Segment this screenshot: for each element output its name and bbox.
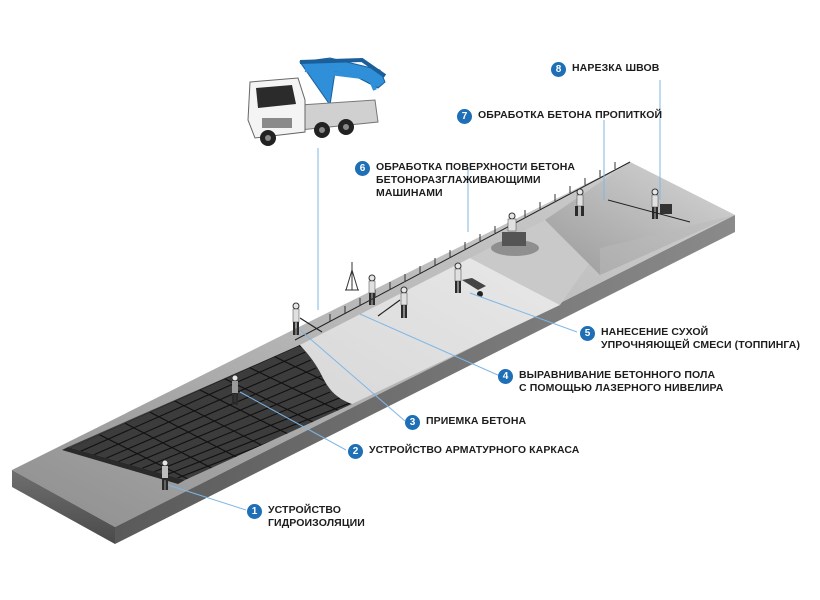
worker-concrete-accept [292, 302, 323, 335]
worker-power-trowel [491, 212, 539, 256]
step-3-line-1: ПРИЕМКА БЕТОНА [426, 415, 527, 427]
step-8-label: 8 НАРЕЗКА ШВОВ [551, 62, 659, 77]
leader-lines [167, 80, 661, 511]
finished-concrete [545, 162, 735, 275]
step-3-badge: 3 [405, 415, 420, 430]
worker-topping [454, 262, 486, 297]
step-7-label: 7 ОБРАБОТКА БЕТОНА ПРОПИТКОЙ [457, 109, 662, 124]
step-4-badge: 4 [498, 369, 513, 384]
worker-laser-level [345, 262, 408, 318]
step-7-line-1: ОБРАБОТКА БЕТОНА ПРОПИТКОЙ [478, 109, 663, 121]
step-5-label: 5 НАНЕСЕНИЕ СУХОЙ УПРОЧНЯЮЩЕЙ СМЕСИ (ТОП… [580, 326, 800, 352]
step-1-line-2: ГИДРОИЗОЛЯЦИИ [268, 517, 365, 529]
step-8-line-1: НАРЕЗКА ШВОВ [572, 62, 660, 74]
step-1-label: 1 УСТРОЙСТВО ГИДРОИЗОЛЯЦИИ [247, 504, 365, 530]
step-6-badge: 6 [355, 161, 370, 176]
workers [161, 188, 691, 490]
step-2-badge: 2 [348, 444, 363, 459]
step-4-line-1: ВЫРАВНИВАНИЕ БЕТОННОГО ПОЛА [519, 369, 716, 381]
step-4-label: 4 ВЫРАВНИВАНИЕ БЕТОННОГО ПОЛА С ПОМОЩЬЮ … [498, 369, 723, 395]
worker-waterproofing [161, 459, 169, 490]
step-4-line-2: С ПОМОЩЬЮ ЛАЗЕРНОГО НИВЕЛИРА [519, 382, 724, 394]
worker-impregnation [575, 188, 584, 216]
step-7-badge: 7 [457, 109, 472, 124]
step-6-line-3: МАШИНАМИ [376, 187, 443, 199]
edge-forms [294, 161, 631, 341]
step-5-line-1: НАНЕСЕНИЕ СУХОЙ [601, 326, 709, 338]
concrete-pump-truck [247, 57, 387, 146]
step-1-badge: 1 [247, 504, 262, 519]
step-6-line-2: БЕТОНОРАЗГЛАЖИВАЮЩИМИ [376, 174, 541, 186]
step-6-line-1: ОБРАБОТКА ПОВЕРХНОСТИ БЕТОНА [376, 161, 576, 173]
step-3-label: 3 ПРИЕМКА БЕТОНА [405, 415, 526, 430]
step-5-badge: 5 [580, 326, 595, 341]
worker-joint-cutting [607, 188, 691, 223]
step-2-label: 2 УСТРОЙСТВО АРМАТУРНОГО КАРКАСА [348, 444, 579, 459]
worker-rebar [231, 374, 239, 405]
waterproofing-layer [62, 345, 352, 484]
step-5-line-2: УПРОЧНЯЮЩЕЙ СМЕСИ (ТОППИНГА) [601, 339, 801, 351]
step-6-label: 6 ОБРАБОТКА ПОВЕРХНОСТИ БЕТОНА БЕТОНОРАЗ… [355, 161, 575, 200]
step-1-line-1: УСТРОЙСТВО [268, 504, 342, 516]
step-8-badge: 8 [551, 62, 566, 77]
step-2-line-1: УСТРОЙСТВО АРМАТУРНОГО КАРКАСА [369, 444, 580, 456]
